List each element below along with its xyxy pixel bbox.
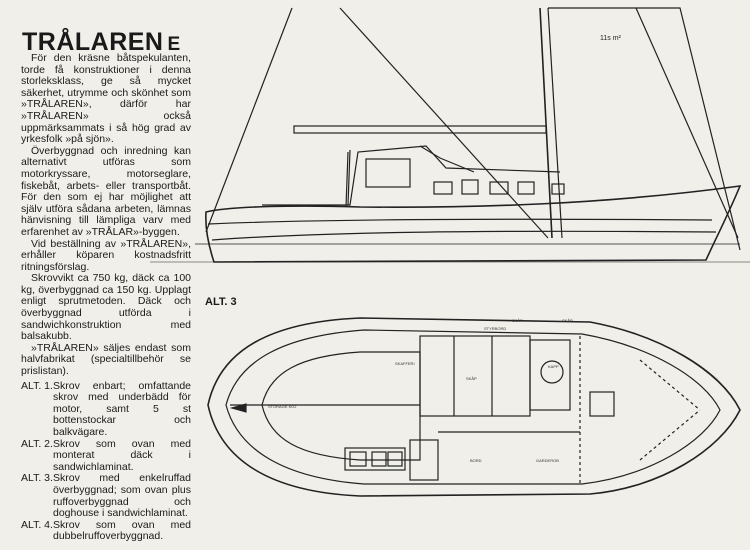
- paragraph: För den kräsne båtspekulanten, torde få …: [21, 52, 191, 146]
- hull-plan-outline: [207, 317, 741, 497]
- mast-line: [547, 7, 563, 239]
- plan-label-text: STORAGE KOJ: [268, 404, 296, 409]
- fore-berth-line: [639, 359, 701, 411]
- alternative-key: ALT. 2.: [21, 437, 53, 450]
- plan-label-text: SKÅP: [562, 318, 573, 323]
- paragraph: »TRÅLAREN» säljes endast som halvfabrika…: [21, 341, 191, 378]
- porthole: [489, 181, 509, 195]
- plan-label-text: SKÅP: [466, 376, 477, 381]
- hatch: [589, 391, 615, 417]
- sail-area-mark: 11s m²: [600, 35, 622, 42]
- plan-label-text: STYRBORD: [484, 326, 506, 331]
- doghouse-edge: [419, 145, 475, 173]
- plan-label-text: GARDEROB: [536, 458, 559, 463]
- deck-plan-drawing: [207, 317, 741, 497]
- wardrobe: [409, 439, 439, 481]
- plan-label-text: SKAFFERI: [395, 361, 415, 366]
- cabin-window: [365, 158, 411, 188]
- cabin-roof: [262, 145, 561, 206]
- paragraph: Skrovvikt ca 750 kg, däck ca 100 kg, öve…: [21, 272, 191, 343]
- jib-stay-line: [635, 7, 739, 239]
- head-compartment: [529, 339, 571, 411]
- headsail-outline: [548, 7, 741, 251]
- body-text: För den kräsne båtspekulanten, torde få …: [21, 52, 191, 543]
- alternative-item: ALT. 4.Skrov som ovan med dubbelruffover…: [21, 518, 191, 543]
- paragraph: Överbyggnad och inredning kan alternativ…: [21, 144, 191, 238]
- stove-icon: [371, 451, 387, 467]
- plan-label-text: KAPP: [548, 364, 559, 369]
- alternative-item: ALT. 2.Skrov som ovan med monterat däck …: [21, 437, 191, 474]
- title-main: TRÅLAREN: [22, 28, 164, 56]
- sink-icon: [349, 451, 367, 467]
- mast-line: [539, 7, 553, 239]
- stove-icon: [387, 451, 403, 467]
- porthole: [461, 179, 479, 195]
- porthole: [551, 183, 565, 195]
- porthole: [517, 181, 535, 195]
- rudder-icon: [229, 403, 247, 413]
- cabin-post: [347, 149, 351, 206]
- forestay-line: [339, 7, 549, 239]
- alternative-key: ALT. 3.: [21, 472, 53, 485]
- alternative-text: Skrov som ovan med monterat däck i sandw…: [53, 437, 191, 473]
- toilet-icon: [540, 360, 564, 384]
- alternative-item: ALT. 3.Skrov med enkelruffad överbyggnad…: [21, 473, 191, 519]
- inner-hull-line: [225, 329, 721, 485]
- title-suffix: E: [167, 34, 181, 55]
- sheer-line: [207, 218, 713, 225]
- alternative-key: ALT. 1.: [21, 379, 53, 392]
- fore-berth-line: [639, 409, 701, 461]
- plan-label: ALT. 3: [205, 296, 237, 308]
- alternative-text: Skrov med enkelruffad överbyggnad; som o…: [53, 472, 191, 520]
- plan-label-text: SKÅP: [512, 318, 523, 323]
- alternative-item: ALT. 1.Skrov enbart; omfattande skrov me…: [21, 379, 191, 439]
- paragraph: Vid beställning av »TRÅLAREN», erhåller …: [21, 237, 191, 273]
- alternative-text: Skrov enbart; omfattande skrov med under…: [53, 379, 191, 438]
- porthole: [433, 181, 453, 195]
- galley-counter: [344, 447, 406, 471]
- alternatives-list: ALT. 1.Skrov enbart; omfattande skrov me…: [21, 379, 191, 543]
- alternative-text: Skrov som ovan med dubbelruffoverbyggnad…: [53, 518, 191, 543]
- boom: [293, 125, 547, 134]
- plan-label-text: BORD: [470, 458, 482, 463]
- rubbing-strake: [211, 230, 717, 241]
- cabin-post: [345, 151, 349, 208]
- backstay-line: [205, 7, 293, 233]
- hull-profile: [205, 185, 742, 263]
- alternative-key: ALT. 4.: [21, 518, 53, 531]
